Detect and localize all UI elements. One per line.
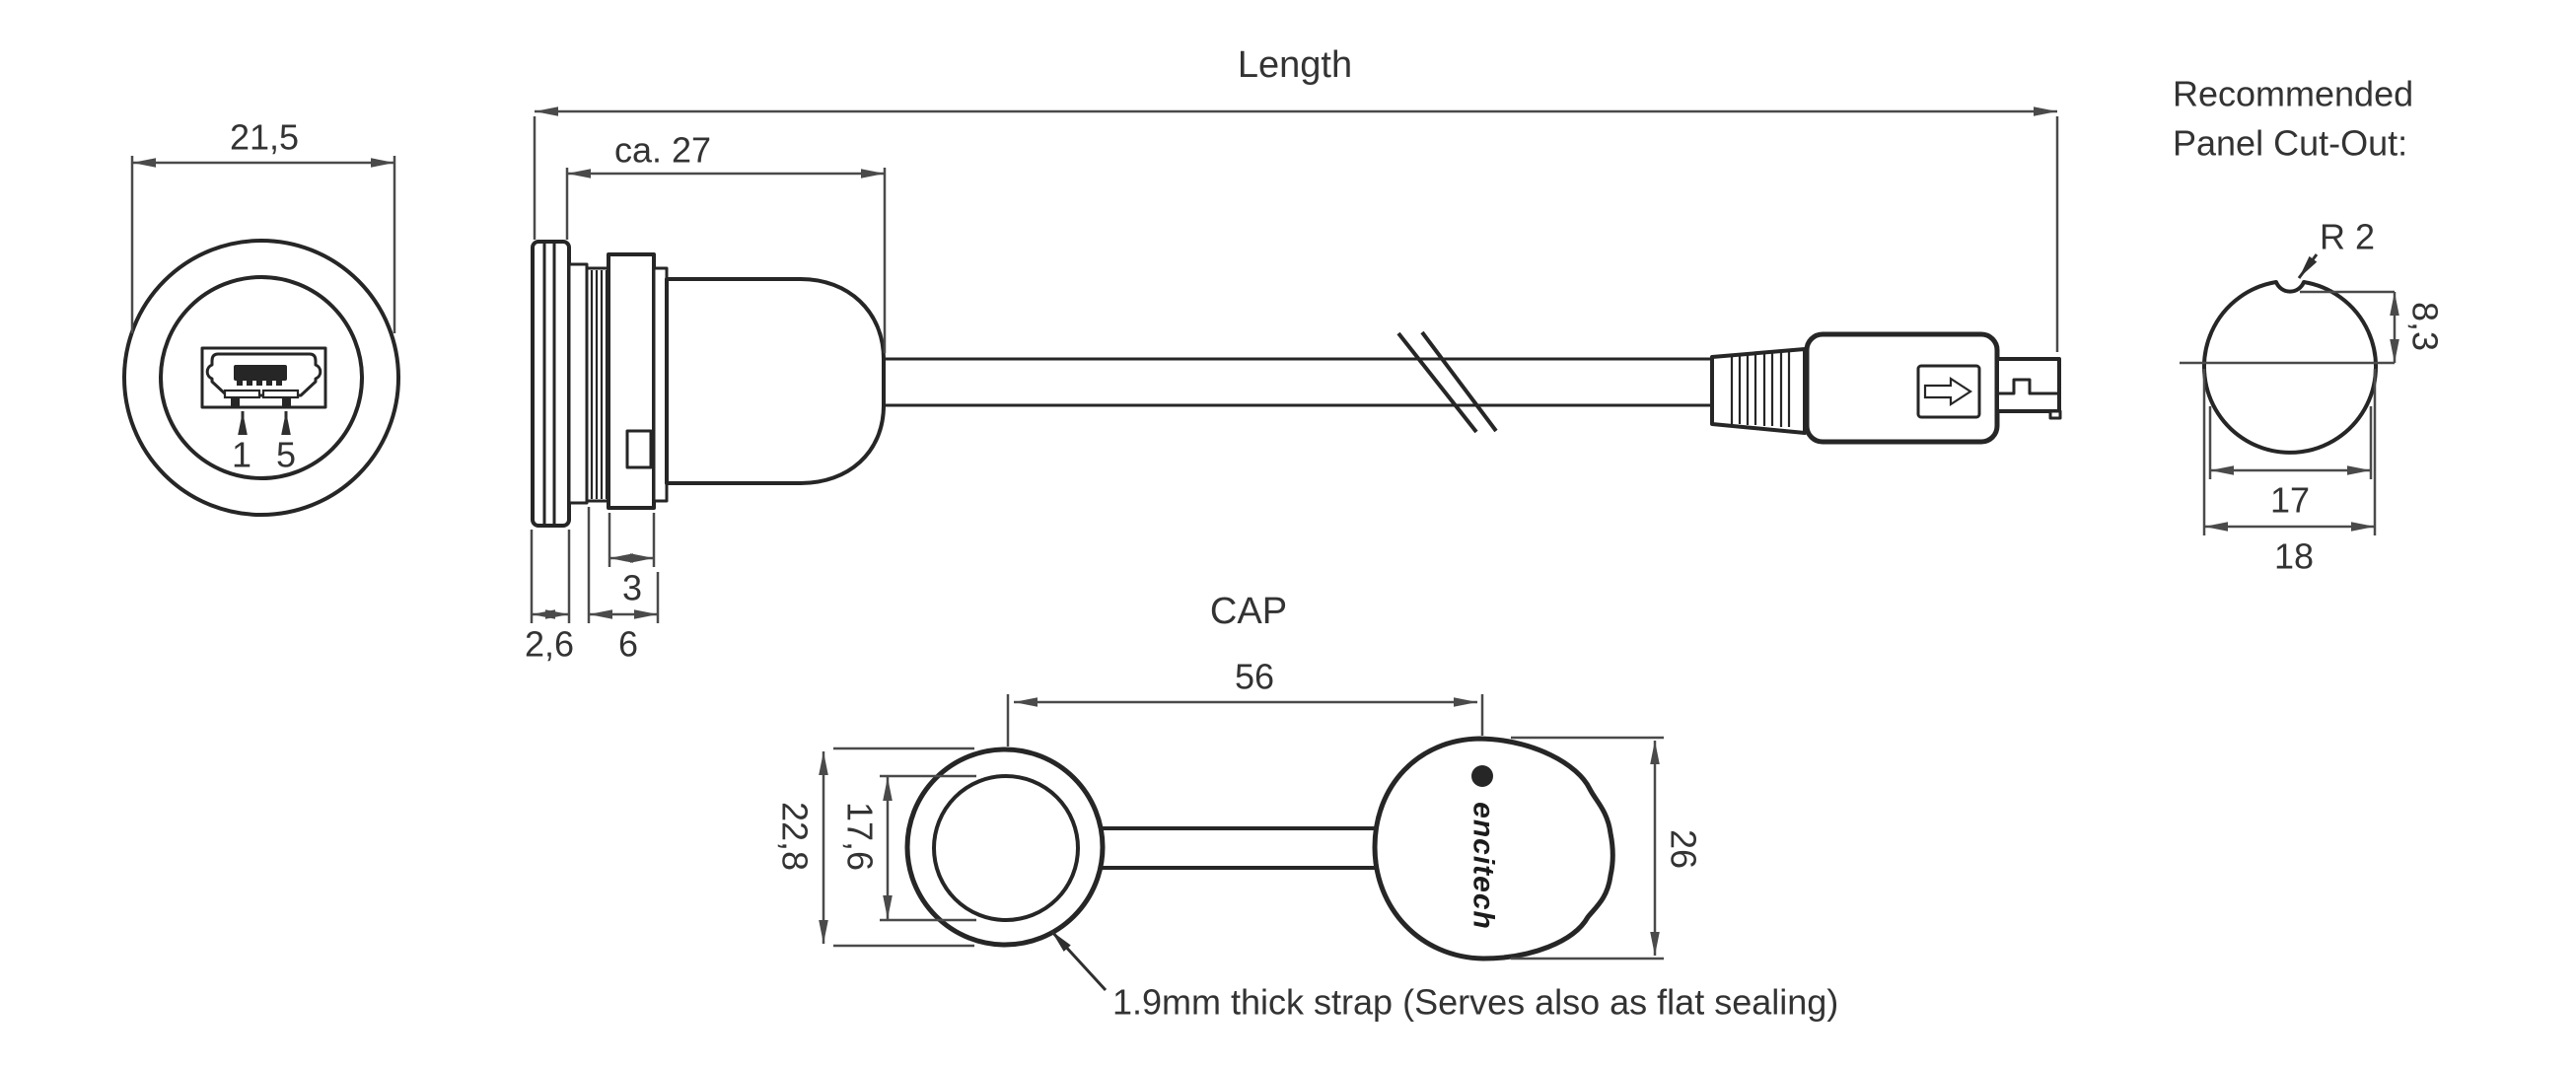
pin5-label: 5: [276, 435, 296, 475]
dim-label-flat-height: 8,3: [2405, 302, 2446, 351]
pin5-mark: [282, 398, 291, 406]
micro-usb-latch-line: [1997, 378, 2057, 395]
contact-teeth: [237, 380, 282, 386]
panel-cutout-view: Recommended Panel Cut-Out: R 2 8,3 17 18: [2173, 74, 2446, 577]
brand-label: encitech: [1467, 802, 1500, 930]
micro-usb-tip-step: [2048, 409, 2062, 420]
cap-title: CAP: [1210, 591, 1287, 632]
dim-label-cap-height: 26: [1664, 829, 1704, 869]
cutout-heading-line1: Recommended: [2173, 74, 2413, 114]
cutout-circle: [2202, 280, 2378, 455]
dim-label-flat-width: 17: [2270, 480, 2310, 521]
usb-arrow-icon: [1916, 364, 1981, 419]
dim-label-length: Length: [1238, 44, 1352, 86]
strain-relief-ribs: [1730, 352, 1791, 427]
strain-relief: [1710, 347, 1807, 435]
dim-label-depth: ca. 27: [614, 130, 711, 171]
dim-label-notch-radius: R 2: [2320, 217, 2375, 257]
nut-notch: [625, 429, 653, 469]
cable-break-mark: [1396, 331, 1478, 434]
dim-label-nut-width: 3: [622, 568, 642, 608]
dim-label-ring-outer: 22,8: [775, 802, 816, 871]
mounting-nut: [607, 252, 656, 510]
cutout-heading-line2: Panel Cut-Out:: [2173, 123, 2407, 164]
dim-label-strap-length: 56: [1235, 657, 1274, 697]
contact-block: [234, 365, 287, 381]
strap-note-leader-arrow: [1049, 929, 1108, 992]
side-view: Length ca. 27 3 6 2,6: [525, 44, 2062, 665]
dim-label-flange-thickness: 2,6: [525, 624, 574, 665]
strap-note-label: 1.9mm thick strap (Serves also as flat s…: [1112, 982, 1838, 1023]
flange: [531, 240, 571, 528]
gasket: [567, 262, 589, 505]
shell-bottom-bar-right: [261, 389, 300, 399]
radius-leader-arrow: [2297, 253, 2319, 279]
dim-label-thread-length: 6: [618, 624, 638, 665]
shell-bottom-bar-left: [223, 389, 261, 399]
cap-ring-inner: [932, 774, 1080, 922]
cap-view: CAP encitech 56 22,8 17,6 26 1.9m: [775, 591, 1839, 1023]
dim-label-front-diameter: 21,5: [230, 117, 299, 158]
pin1-label: 1: [232, 435, 251, 475]
cable-break-mark: [1420, 330, 1498, 433]
pin1-mark: [231, 398, 240, 406]
front-view: 1 5 21,5: [122, 117, 400, 517]
connector-body-dome: [665, 277, 886, 485]
encitech-logo-dot-icon: [1471, 765, 1493, 787]
dim-label-cutout-diameter: 18: [2274, 536, 2314, 577]
dim-label-ring-inner: 17,6: [840, 802, 881, 871]
cap-body: [1372, 736, 1615, 961]
